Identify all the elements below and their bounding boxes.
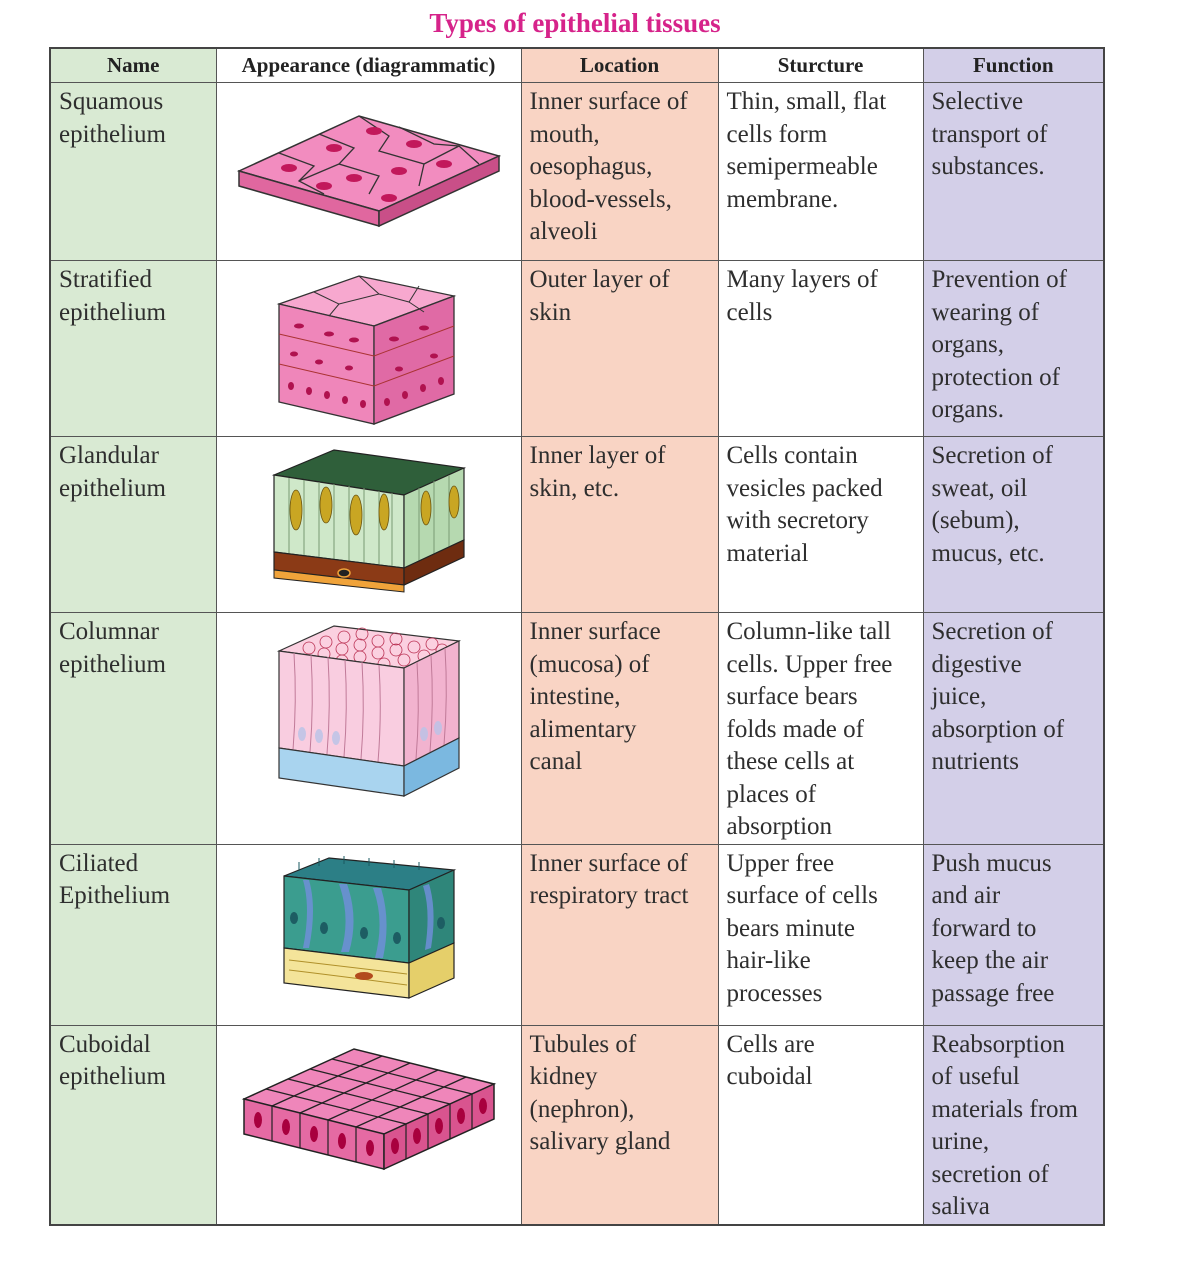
table-row: Ciliated Epithelium xyxy=(49,843,1105,1026)
structure-text: Column-like tall cells. Upper free surfa… xyxy=(726,618,893,840)
table-row: Glandular epithelium xyxy=(49,436,1105,613)
tissue-name: Stratified epithelium xyxy=(49,260,217,437)
cuboidal-tissue-illustration xyxy=(241,1047,497,1170)
location-text: Inner surface of mouth, oesophagus, bloo… xyxy=(529,88,688,245)
structure-cell: Thin, small, flat cells form semipermeab… xyxy=(717,82,924,261)
location-cell: Inner surface of mouth, oesophagus, bloo… xyxy=(520,82,719,261)
location-text: Inner surface of respiratory tract xyxy=(529,849,689,910)
appearance-cell xyxy=(215,1024,522,1225)
function-cell: Reabsorption of useful materials from ur… xyxy=(922,1024,1105,1225)
squamous-tissue-illustration xyxy=(236,115,502,228)
tissue-name-text: Columnar epithelium xyxy=(59,618,166,678)
appearance-cell xyxy=(215,612,522,845)
glandular-tissue-illustration xyxy=(271,449,467,593)
tissue-name: Glandular epithelium xyxy=(49,436,217,613)
function-text: Selective transport of substances. xyxy=(931,88,1048,180)
structure-text: Cells are cuboidal xyxy=(726,1030,815,1091)
tissue-name: Ciliated Epithelium xyxy=(49,843,217,1026)
location-cell: Inner layer of skin, etc. xyxy=(520,436,719,613)
function-text: Secretion of sweat, oil (sebum), mucus, … xyxy=(931,442,1053,567)
header-appearance: Appearance (diagrammatic) xyxy=(215,47,522,83)
function-cell: Push mucus and air forward to keep the a… xyxy=(922,843,1105,1026)
header-row: Name Appearance (diagrammatic) Location … xyxy=(49,47,1105,83)
function-text: Prevention of wearing of organs, protect… xyxy=(931,266,1067,423)
table-row: Cuboidal epithelium xyxy=(49,1024,1105,1225)
location-cell: Tubules of kidney (nephron), salivary gl… xyxy=(520,1024,719,1225)
tissue-name-text: Ciliated Epithelium xyxy=(59,849,171,910)
header-name: Name xyxy=(49,47,217,83)
function-text: Secretion of digestive juice, absorption… xyxy=(931,618,1065,775)
epithelial-tissue-table: Name Appearance (diagrammatic) Location … xyxy=(49,47,1105,1226)
header-function: Function xyxy=(922,47,1105,83)
structure-cell: Many layers of cells xyxy=(717,260,924,437)
page-title: Types of epithelial tissues xyxy=(429,8,721,38)
location-text: Tubules of kidney (nephron), salivary gl… xyxy=(529,1030,671,1156)
structure-cell: Cells contain vesicles packed with secre… xyxy=(717,436,924,613)
function-text: Reabsorption of useful materials from ur… xyxy=(931,1030,1078,1221)
location-text: Inner surface (mucosa) of intestine, ali… xyxy=(529,618,661,775)
structure-cell: Cells are cuboidal xyxy=(717,1024,924,1225)
stratified-tissue-illustration xyxy=(276,275,457,425)
tissue-name-text: Glandular epithelium xyxy=(59,442,166,502)
location-cell: Inner surface (mucosa) of intestine, ali… xyxy=(520,612,719,845)
ciliated-tissue-illustration xyxy=(283,855,457,999)
table-row: Squamous epithelium xyxy=(49,82,1105,261)
columnar-tissue-illustration xyxy=(276,625,462,797)
structure-text: Many layers of cells xyxy=(726,266,878,326)
location-text: Inner layer of skin, etc. xyxy=(529,442,666,502)
appearance-cell xyxy=(215,260,522,437)
location-cell: Outer layer of skin xyxy=(520,260,719,437)
tissue-name-text: Cuboidal epithelium xyxy=(59,1030,166,1091)
tissue-name-text: Stratified epithelium xyxy=(59,266,166,326)
structure-text: Thin, small, flat cells form semipermeab… xyxy=(726,88,887,213)
tissue-name-text: Squamous epithelium xyxy=(59,88,166,148)
function-cell: Prevention of wearing of organs, protect… xyxy=(922,260,1105,437)
tissue-name: Cuboidal epithelium xyxy=(49,1024,217,1225)
appearance-cell xyxy=(215,843,522,1026)
header-structure: Sturcture xyxy=(717,47,924,83)
function-cell: Selective transport of substances. xyxy=(922,82,1105,261)
function-cell: Secretion of sweat, oil (sebum), mucus, … xyxy=(922,436,1105,613)
appearance-cell xyxy=(215,82,522,261)
appearance-cell xyxy=(215,436,522,613)
structure-cell: Upper free surface of cells bears minute… xyxy=(717,843,924,1026)
function-text: Push mucus and air forward to keep the a… xyxy=(931,849,1055,1007)
structure-cell: Column-like tall cells. Upper free surfa… xyxy=(717,612,924,845)
tissue-name: Columnar epithelium xyxy=(49,612,217,845)
table-row: Columnar epithelium xyxy=(49,612,1105,845)
structure-text: Cells contain vesicles packed with secre… xyxy=(726,442,883,567)
location-cell: Inner surface of respiratory tract xyxy=(520,843,719,1026)
location-text: Outer layer of skin xyxy=(529,266,670,326)
function-cell: Secretion of digestive juice, absorption… xyxy=(922,612,1105,845)
tissue-name: Squamous epithelium xyxy=(49,82,217,261)
table-row: Stratified epithelium xyxy=(49,260,1105,437)
structure-text: Upper free surface of cells bears minute… xyxy=(726,849,878,1007)
header-location: Location xyxy=(520,47,719,83)
